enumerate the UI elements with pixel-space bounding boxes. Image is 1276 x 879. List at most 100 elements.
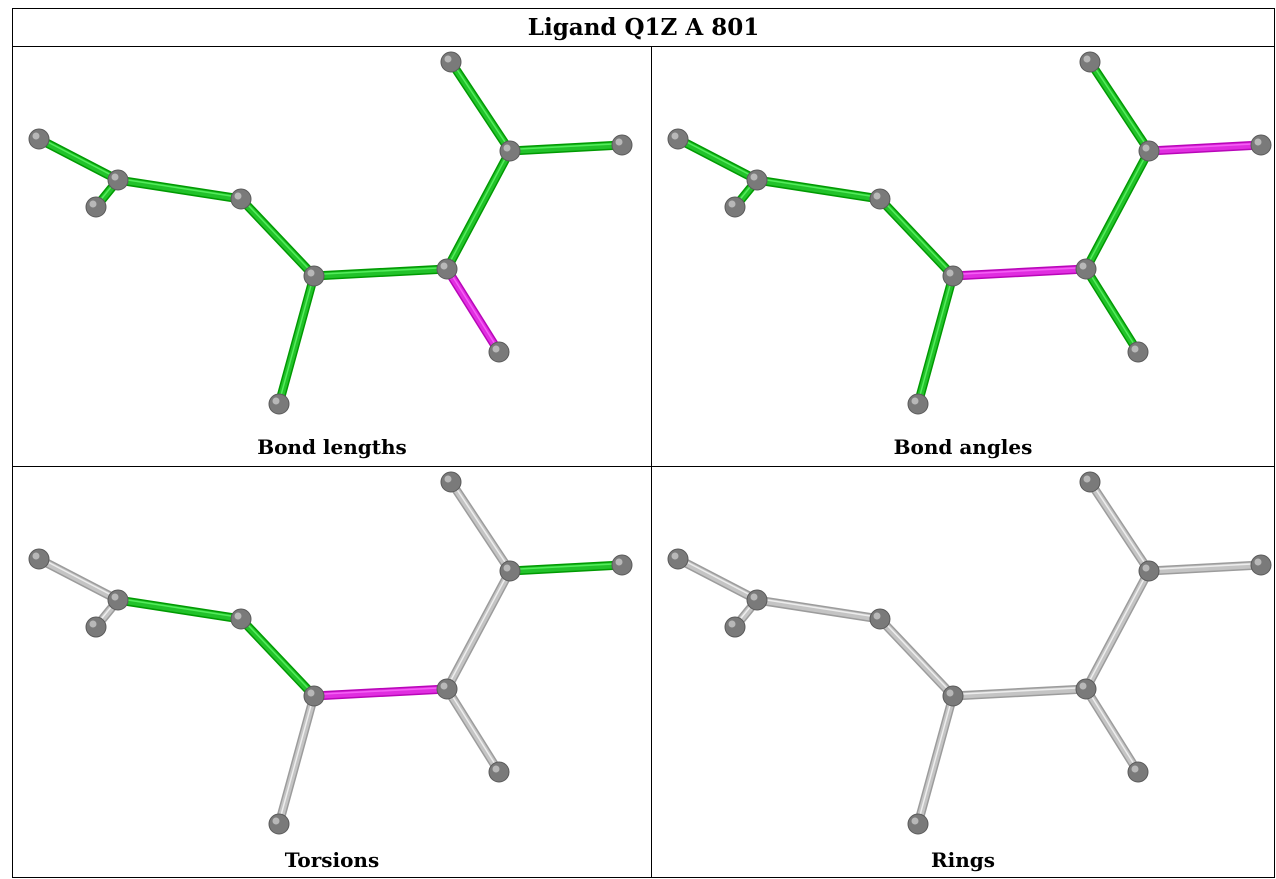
- bond-3-4-shine: [879, 196, 954, 276]
- atom-3-highlight: [873, 612, 881, 620]
- molecule-bond-angles: [667, 51, 1272, 415]
- atom-2: [85, 196, 107, 218]
- atom-1: [107, 169, 129, 191]
- bond-4-10-shine: [278, 273, 315, 404]
- bond-6-7-shine: [509, 562, 623, 571]
- bond-3-4-highlight: [877, 196, 956, 279]
- row-divider: [12, 466, 1275, 467]
- bond-6-7-highlight: [1146, 562, 1264, 574]
- atom-10-highlight: [272, 397, 280, 405]
- atom-6: [1138, 140, 1160, 162]
- bond-1-3-highlight: [754, 177, 883, 202]
- bond-6-8-highlight: [1087, 479, 1152, 574]
- atom-7-highlight: [615, 138, 623, 146]
- bond-5-9-shine: [1085, 686, 1139, 772]
- atom-2-highlight: [728, 620, 736, 628]
- atom-6-highlight: [503, 564, 511, 572]
- atom-9-highlight: [492, 765, 500, 773]
- atom-2: [724, 616, 746, 638]
- molecule-bond-lengths: [28, 51, 633, 415]
- bond-0-1-highlight: [675, 136, 760, 183]
- bond-4-5-shine: [313, 266, 448, 276]
- atom-8-highlight: [444, 55, 452, 63]
- atom-4-highlight: [307, 689, 315, 697]
- atom-8: [440, 471, 462, 493]
- atom-1: [746, 169, 768, 191]
- bond-4-10-shine: [917, 693, 954, 824]
- atom-6: [499, 560, 521, 582]
- bond-1-3-highlight: [115, 177, 244, 202]
- atom-6-highlight: [1142, 564, 1150, 572]
- bond-4-10-shine: [278, 693, 315, 824]
- atom-9-highlight: [1131, 345, 1139, 353]
- atom-5-highlight: [1079, 682, 1087, 690]
- atom-10-highlight: [911, 397, 919, 405]
- atom-9-highlight: [492, 345, 500, 353]
- bond-5-9-highlight: [1083, 266, 1141, 355]
- atom-7-highlight: [615, 558, 623, 566]
- atom-4: [303, 265, 325, 287]
- bond-4-10-shine: [917, 273, 954, 404]
- atom-2-highlight: [89, 200, 97, 208]
- atom-2-highlight: [89, 620, 97, 628]
- atom-3-highlight: [234, 612, 242, 620]
- atom-6-highlight: [503, 144, 511, 152]
- bond-5-6-shine: [1085, 568, 1150, 689]
- atom-1-highlight: [111, 593, 119, 601]
- atom-0: [667, 128, 689, 150]
- bond-6-8-shine: [1089, 479, 1150, 571]
- atom-3: [230, 188, 252, 210]
- atom-10: [907, 813, 929, 835]
- molecule-torsions: [28, 471, 633, 835]
- atom-5-highlight: [440, 682, 448, 690]
- bond-1-3-shine: [117, 177, 242, 199]
- bond-6-8-shine: [450, 59, 511, 151]
- atom-7: [611, 554, 633, 576]
- atom-8-highlight: [1083, 55, 1091, 63]
- atom-6-highlight: [1142, 144, 1150, 152]
- atom-0-highlight: [32, 552, 40, 560]
- bond-1-3-shine: [756, 177, 881, 199]
- bond-1-3-shine: [117, 597, 242, 619]
- bond-4-5-shine: [313, 686, 448, 696]
- atom-2: [85, 616, 107, 638]
- atom-0-highlight: [671, 132, 679, 140]
- panel-bond-lengths: Bond lengths: [13, 47, 651, 466]
- bond-0-1-shine: [38, 556, 119, 600]
- bond-4-5-highlight: [311, 266, 450, 279]
- bond-5-6-shine: [1085, 148, 1150, 269]
- panel-bond-angles: Bond angles: [652, 47, 1274, 466]
- atom-4-highlight: [307, 269, 315, 277]
- bond-5-9-highlight: [444, 686, 502, 775]
- atom-9: [1127, 761, 1149, 783]
- atom-8: [1079, 471, 1101, 493]
- atom-7-highlight: [1254, 558, 1262, 566]
- bond-4-5-highlight: [950, 266, 1089, 279]
- atom-0: [28, 128, 50, 150]
- bond-0-1-highlight: [36, 136, 121, 183]
- bond-5-9-shine: [1085, 266, 1139, 352]
- atom-0: [28, 548, 50, 570]
- atom-8-highlight: [444, 475, 452, 483]
- atom-0: [667, 548, 689, 570]
- bond-0-1-shine: [38, 136, 119, 180]
- atom-9: [488, 761, 510, 783]
- atom-8: [440, 51, 462, 73]
- atom-1: [107, 589, 129, 611]
- atom-7: [1250, 134, 1272, 156]
- atom-5: [1075, 258, 1097, 280]
- molecule-rings: [667, 471, 1272, 835]
- bond-4-5-highlight: [311, 686, 450, 699]
- atom-1-highlight: [750, 593, 758, 601]
- bond-0-1-shine: [677, 136, 758, 180]
- atom-5-highlight: [440, 262, 448, 270]
- atom-1-highlight: [111, 173, 119, 181]
- atom-9: [488, 341, 510, 363]
- atom-2-highlight: [728, 200, 736, 208]
- atom-4-highlight: [946, 269, 954, 277]
- bond-6-8-highlight: [448, 59, 513, 154]
- bond-5-9-shine: [446, 686, 500, 772]
- bond-6-7-shine: [1148, 562, 1262, 571]
- panel-rings: Rings: [652, 467, 1274, 878]
- atom-6: [1138, 560, 1160, 582]
